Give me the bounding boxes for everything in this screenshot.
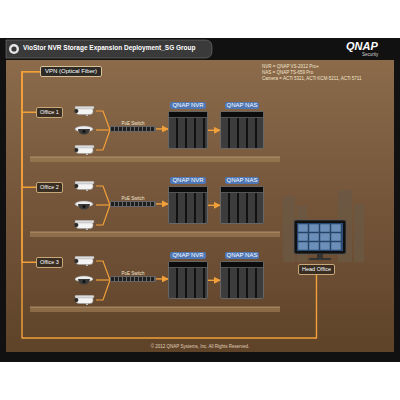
city-buildings — [283, 190, 364, 262]
switch-body — [110, 276, 156, 282]
poe-switch: PoE Switch — [110, 271, 156, 282]
spec-note: NAS = QNAP TS-659 Pro — [262, 70, 313, 75]
node-label: QNAP NVR — [170, 102, 205, 109]
office-row — [30, 106, 280, 162]
device-body — [220, 261, 264, 299]
network-link — [22, 72, 316, 338]
nvr-device: QNAP NVR — [168, 252, 208, 299]
office-label: Office 3 — [36, 257, 63, 268]
node-label: QNAP NAS — [225, 177, 260, 184]
node-label: PoE Switch — [110, 271, 156, 276]
nas-device: QNAP NAS — [220, 102, 264, 149]
network-link — [208, 205, 220, 206]
node-label: Office 1 — [40, 109, 59, 116]
logo-subtext: Security — [362, 52, 378, 57]
device-panel — [221, 187, 263, 193]
node-label: VPN (Optical Fiber) — [45, 68, 97, 75]
title-icon — [11, 46, 16, 51]
office-label: Office 1 — [36, 107, 63, 118]
outer-frame — [0, 38, 400, 362]
network-box: VPN (Optical Fiber) — [40, 66, 102, 77]
device-body — [168, 111, 208, 149]
office-row — [30, 181, 280, 237]
switch-body — [110, 126, 156, 132]
title-icon — [9, 44, 19, 54]
office-label: Head Office — [298, 264, 335, 275]
network-link — [22, 72, 40, 188]
spec-note: Camera = ACTi 5321, ACTi KCM-5211, ACTi … — [262, 76, 362, 81]
device-panel — [169, 262, 207, 268]
logo-text: QNAP — [346, 40, 378, 53]
nvr-device: QNAP NVR — [168, 177, 208, 224]
poe-switch: PoE Switch — [110, 196, 156, 207]
office-label: Office 2 — [36, 182, 63, 193]
network-link — [208, 280, 220, 281]
nas-device: QNAP NAS — [220, 252, 264, 299]
device-panel — [169, 187, 207, 193]
nas-device: QNAP NAS — [220, 177, 264, 224]
node-label: PoE Switch — [110, 121, 156, 126]
network-link — [22, 72, 40, 263]
device-panel — [221, 112, 263, 118]
title-bar — [6, 40, 212, 58]
node-label: QNAP NVR — [170, 177, 205, 184]
network-link — [208, 130, 220, 131]
network-link — [156, 278, 168, 279]
copyright-note: © 2012 QNAP Systems, Inc. All Rights Res… — [151, 344, 250, 349]
nvr-device: QNAP NVR — [168, 102, 208, 149]
ground-panel — [6, 60, 394, 352]
device-panel — [221, 262, 263, 268]
network-link — [156, 203, 168, 204]
device-body — [220, 111, 264, 149]
node-label: QNAP NVR — [170, 252, 205, 259]
device-panel — [169, 112, 207, 118]
device-body — [220, 186, 264, 224]
node-label: Office 2 — [40, 184, 59, 191]
node-label: Office 3 — [40, 259, 59, 266]
node-label: Head Office — [302, 266, 331, 273]
device-body — [168, 186, 208, 224]
diagram-title: VioStor NVR Storage Expansion Deployment… — [23, 44, 196, 52]
office-row — [30, 256, 280, 312]
monitor — [294, 220, 346, 260]
switch-body — [110, 201, 156, 207]
spec-note: NVR = QNAP VS-2012 Pro+ — [262, 64, 319, 69]
node-label: QNAP NAS — [225, 102, 260, 109]
poe-switch: PoE Switch — [110, 121, 156, 132]
network-link — [156, 128, 168, 129]
device-body — [168, 261, 208, 299]
node-label: PoE Switch — [110, 196, 156, 201]
node-label: QNAP NAS — [225, 252, 260, 259]
